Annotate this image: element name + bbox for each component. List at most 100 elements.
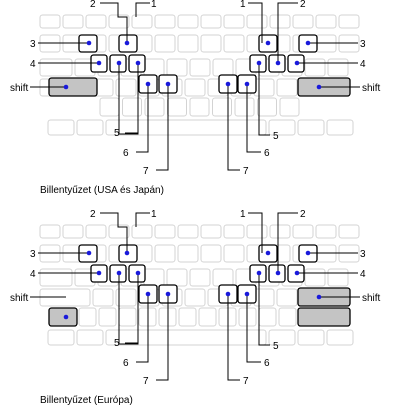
key-marker-dot: [86, 40, 92, 46]
keyboard-key: [246, 14, 268, 29]
key-marker-dot: [265, 40, 271, 46]
keyboard-key: [212, 97, 232, 117]
keyboard-key: [76, 119, 104, 136]
keyboard-key: [212, 268, 234, 287]
callout-label-n2: 2: [300, 209, 306, 220]
keyboard-key: [85, 224, 107, 239]
keyboard-key: [154, 34, 176, 53]
key-marker-dot: [96, 60, 102, 66]
keyboard-key: [189, 268, 211, 287]
caption-us-japan: Billentyűzet (USA és Japán): [40, 185, 164, 196]
leader-line: [277, 2, 298, 63]
keyboard-key: [269, 224, 291, 239]
key-marker-dot: [294, 60, 300, 66]
leader-line: [227, 294, 240, 381]
keyboard-key: [108, 14, 130, 29]
leader-line: [125, 63, 139, 134]
keyboard-key: [78, 307, 97, 327]
key-marker-dot: [265, 250, 271, 256]
key-marker-dot: [316, 84, 322, 90]
shift-key-left: [48, 307, 78, 327]
key-marker-dot: [86, 250, 92, 256]
key-marker-dot: [63, 84, 69, 90]
key-marker-dot: [256, 60, 262, 66]
leader-line: [156, 294, 169, 381]
keyboard-key: [292, 224, 314, 239]
keyboard-key: [304, 58, 326, 77]
keyboard-key: [108, 224, 130, 239]
callout-label-n1: 1: [151, 0, 157, 10]
keyboard-key: [223, 224, 245, 239]
keyboard-key: [276, 288, 298, 307]
keyboard-key: [223, 34, 245, 53]
callout-label-shift: shift: [362, 293, 381, 304]
key-marker-dot: [294, 270, 300, 276]
keyboard-key: [105, 329, 267, 346]
leader-line: [135, 212, 150, 227]
leader-line: [125, 273, 139, 344]
keyboard-key: [166, 268, 188, 287]
keyboard-key: [177, 244, 199, 263]
callout-label-n7: 7: [243, 376, 249, 387]
callout-label-n5: 5: [114, 128, 120, 139]
key-marker-dot: [135, 270, 141, 276]
keyboard-key: [297, 329, 325, 346]
keyboard-key: [115, 288, 137, 307]
callout-label-n3: 3: [30, 249, 36, 260]
keyboard-key: [278, 307, 297, 327]
key-marker-dot: [256, 270, 262, 276]
keyboard-key: [258, 307, 277, 327]
key-marker-dot: [316, 294, 322, 300]
keyboard-key: [279, 97, 300, 117]
keyboard-key: [200, 244, 222, 263]
key-marker-dot: [165, 291, 171, 297]
keyboard-key: [200, 14, 222, 29]
callout-label-n3: 3: [30, 39, 36, 50]
callout-label-n1: 1: [240, 0, 246, 10]
callout-label-n5: 5: [273, 131, 279, 142]
callout-label-n2: 2: [300, 0, 306, 10]
callout-label-n2: 2: [90, 209, 96, 220]
leader-line: [136, 84, 149, 153]
callout-label-n6: 6: [123, 148, 129, 159]
leader-line: [277, 212, 298, 273]
keyboard-key: [131, 14, 153, 29]
keyboard-key: [144, 97, 165, 117]
key-marker-dot: [305, 40, 311, 46]
callout-label-n7: 7: [143, 166, 149, 177]
keyboard-key: [184, 78, 206, 97]
leader-line: [258, 273, 270, 346]
callout-label-n1: 1: [240, 209, 246, 220]
keyboard-key: [167, 97, 187, 117]
key-marker-dot: [96, 270, 102, 276]
keyboard-key: [62, 224, 84, 239]
keyboard-key: [154, 14, 176, 29]
callout-label-n2: 2: [90, 0, 96, 10]
key-marker-dot: [145, 81, 151, 87]
callout-label-shift: shift: [10, 83, 29, 94]
keyboard-key: [115, 78, 137, 97]
keyboard-key: [131, 224, 153, 239]
keyboard-key: [200, 34, 222, 53]
keyboard-key: [257, 97, 277, 117]
keyboard-key: [276, 78, 298, 97]
key-marker-dot: [225, 81, 231, 87]
keyboard-key: [105, 119, 267, 136]
keyboard-key: [253, 78, 275, 97]
caption-europe: Billentyűzet (Európa): [40, 395, 133, 406]
leader-line: [227, 84, 240, 171]
keyboard-key: [269, 14, 291, 29]
key-marker-dot: [116, 60, 122, 66]
keyboard-key: [212, 58, 234, 77]
callout-label-shift: shift: [10, 293, 29, 304]
keyboard-key: [143, 58, 165, 77]
keyboard-key: [246, 224, 268, 239]
key-marker-dot: [225, 291, 231, 297]
key-marker-dot: [124, 250, 130, 256]
leader-line: [248, 212, 263, 253]
leader-line: [258, 63, 270, 136]
leader-line: [135, 2, 150, 17]
keyboard-key: [223, 244, 245, 263]
keyboard-key: [99, 97, 120, 117]
